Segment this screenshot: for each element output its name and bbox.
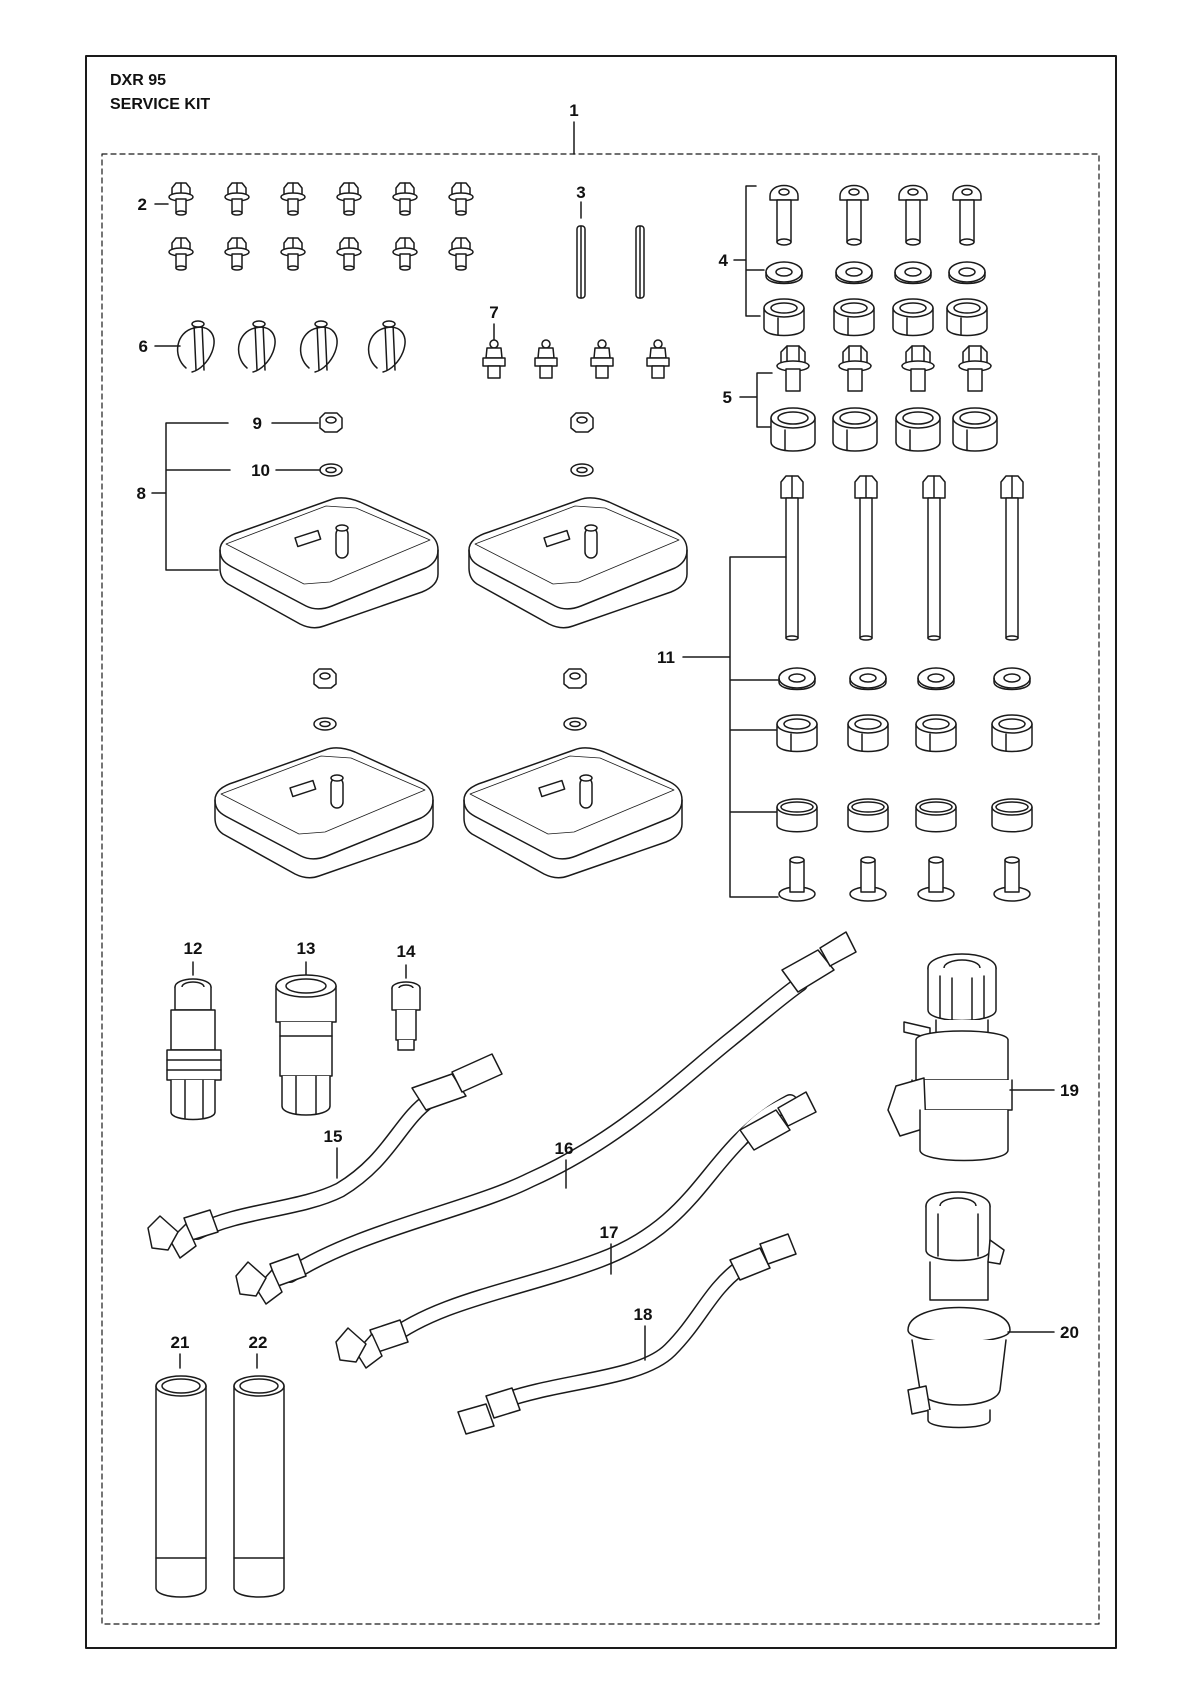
callout-6: 6 [139, 337, 148, 356]
callout-labels: 1 2 3 4 5 6 7 8 9 10 11 12 13 14 15 16 1… [137, 101, 1079, 1352]
sheet-title: SERVICE KIT [110, 96, 211, 113]
callout-15: 15 [324, 1127, 343, 1146]
callout-19: 19 [1060, 1081, 1079, 1100]
callout-16: 16 [555, 1139, 574, 1158]
screw-set-4 [733, 184, 988, 337]
callout-17: 17 [600, 1223, 619, 1242]
callout-13: 13 [297, 939, 316, 958]
coupling-nipple [391, 964, 421, 1051]
tubes [155, 1353, 285, 1598]
roll-pins [576, 201, 645, 299]
hose-17 [335, 1091, 817, 1369]
callout-10: 10 [251, 461, 270, 480]
quick-coupling-male [166, 961, 222, 1121]
rubber-pads [151, 412, 688, 879]
callout-18: 18 [634, 1305, 653, 1324]
callout-7: 7 [489, 303, 498, 322]
callout-2: 2 [138, 195, 147, 214]
callout-22: 22 [249, 1333, 268, 1352]
bolt-set-11 [682, 475, 1033, 902]
callout-4: 4 [719, 251, 729, 270]
callout-8: 8 [137, 484, 146, 503]
callout-21: 21 [171, 1333, 190, 1352]
kit-boundary [101, 153, 1100, 1625]
flange-bolts [154, 182, 474, 271]
callout-5: 5 [723, 388, 732, 407]
quick-coupling-female [275, 961, 337, 1116]
hose-16 [235, 931, 857, 1305]
hose-18 [457, 1233, 797, 1435]
sheet-frame [85, 55, 1117, 1649]
callout-3: 3 [576, 183, 585, 202]
callout-11: 11 [657, 648, 675, 667]
callout-14: 14 [397, 942, 416, 961]
model-name: DXR 95 [110, 72, 167, 89]
grease-nipples [482, 323, 670, 379]
lynch-pins [154, 320, 406, 373]
coupling-assembly-19 [887, 953, 1055, 1162]
callout-9: 9 [253, 414, 262, 433]
callout-12: 12 [184, 939, 203, 958]
hose-15 [147, 1053, 503, 1259]
coupling-assembly-20 [907, 1191, 1055, 1429]
callout-20: 20 [1060, 1323, 1079, 1342]
bolt-set-5 [739, 345, 998, 452]
callout-1: 1 [569, 101, 578, 120]
